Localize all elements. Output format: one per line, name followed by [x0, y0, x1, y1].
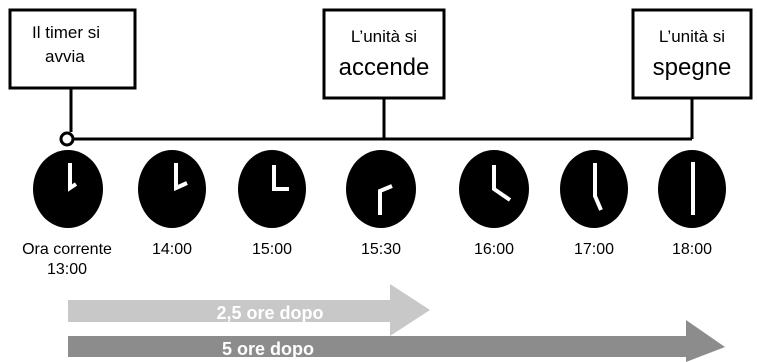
clock-time-label-line2: 13:00: [47, 261, 87, 278]
event-label-line2: avvia: [45, 47, 85, 66]
clock-time-label: Ora corrente: [22, 241, 112, 258]
clock-13-00: Ora corrente 13:00: [22, 150, 112, 278]
clock-time-label: 14:00: [152, 241, 192, 258]
clock-time-label: 15:00: [252, 241, 292, 258]
arrow-label: 2,5 ore dopo: [216, 303, 323, 323]
clock-time-label: 15:30: [361, 241, 401, 258]
clock-face-icon: [138, 150, 206, 228]
timeline: [59, 88, 694, 147]
clock-time-label: 18:00: [672, 241, 712, 258]
clock-hands-icon: [378, 184, 393, 215]
clock-hands-icon: [593, 163, 603, 211]
clock-hands-icon: [492, 165, 512, 202]
clock-17-00: 17:00: [560, 150, 628, 258]
clock-18-00: 18:00: [658, 150, 726, 258]
event-label-line2: spegne: [653, 54, 732, 81]
timeline-start-marker: [59, 131, 75, 147]
clock-hands-icon: [272, 165, 289, 191]
arrow-label: 5 ore dopo: [222, 339, 314, 359]
event-unit-off: L’unità si spegne: [631, 8, 753, 100]
event-label-line1: L’unità si: [659, 27, 725, 46]
duration-arrow-long: 5 ore dopo: [68, 320, 725, 362]
clock-hands-icon: [174, 163, 188, 192]
event-timer-start: Il timer si avvia: [8, 8, 137, 90]
arrow-shape: [68, 320, 725, 362]
event-label-line1: Il timer si: [32, 23, 100, 42]
event-box: [8, 8, 137, 90]
duration-arrow-short: 2,5 ore dopo: [68, 284, 430, 336]
clock-14-00: 14:00: [138, 150, 206, 258]
clock-16-00: 16:00: [459, 150, 529, 258]
clock-time-label: 17:00: [574, 241, 614, 258]
event-box: [631, 8, 753, 100]
clock-15-30: 15:30: [346, 150, 416, 258]
event-box: [322, 8, 446, 100]
clock-15-00: 15:00: [238, 150, 306, 258]
clock-hands-icon: [68, 163, 78, 192]
event-label-line2: accende: [339, 54, 430, 81]
arrow-shape: [68, 284, 430, 336]
event-unit-on: L’unità si accende: [322, 8, 446, 100]
event-label-line1: L’unità si: [351, 27, 417, 46]
clock-time-label: 16:00: [474, 241, 514, 258]
